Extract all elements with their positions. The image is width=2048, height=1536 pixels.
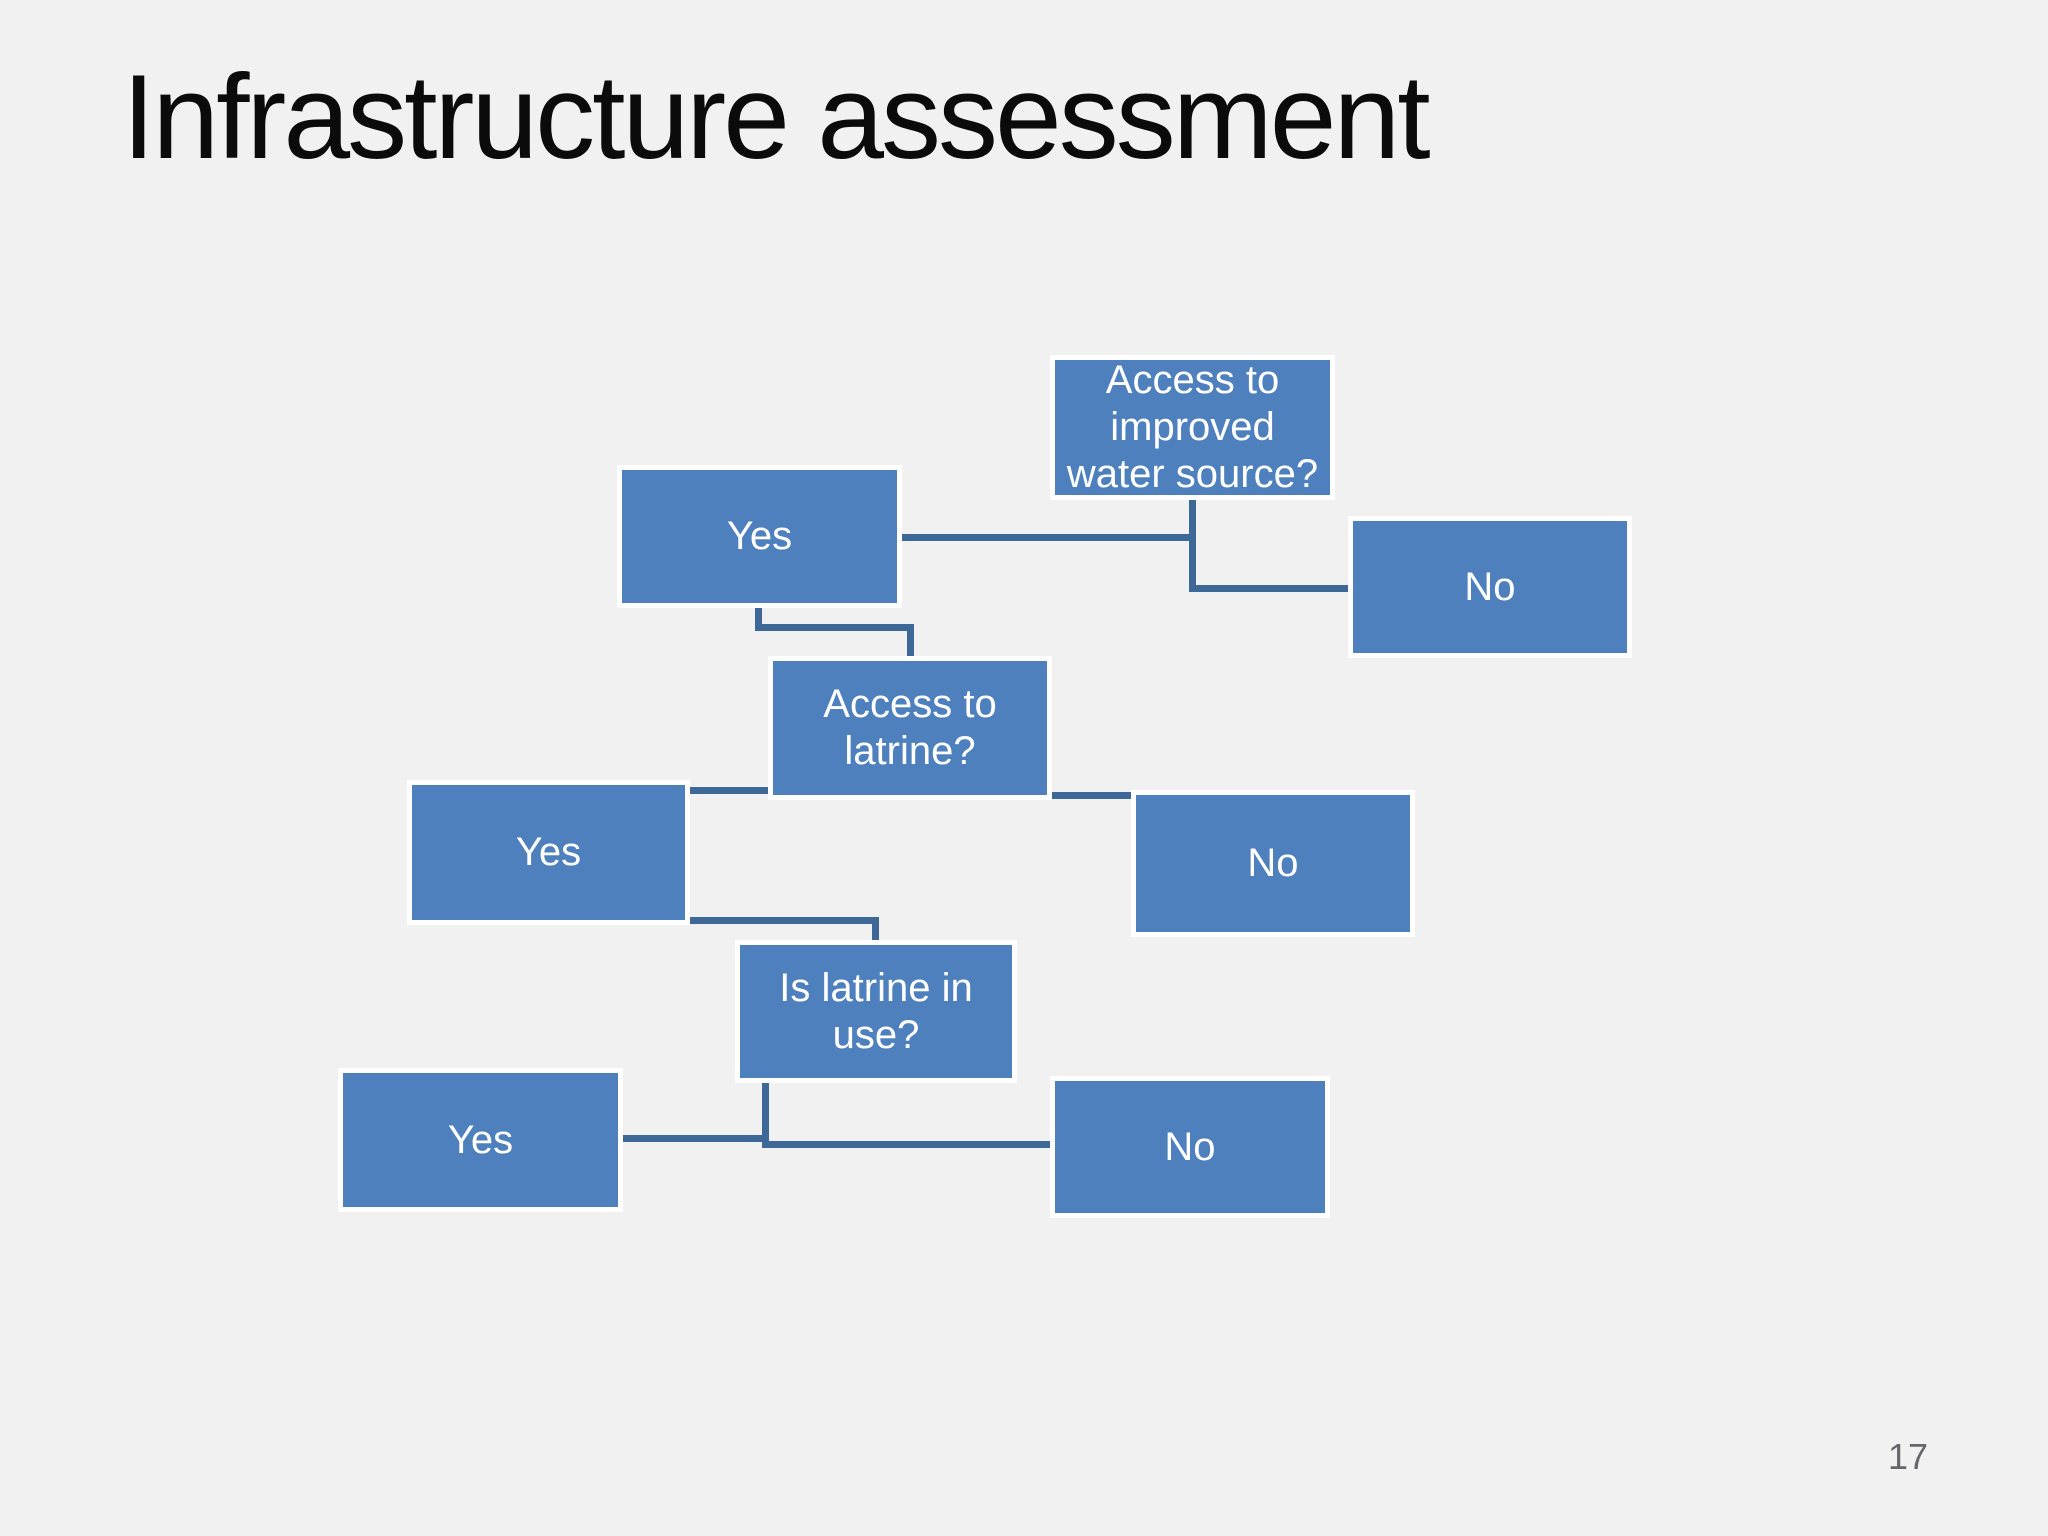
connector-q3-down xyxy=(762,1078,769,1148)
node-water-source-yes: Yes xyxy=(622,470,897,603)
node-latrine-in-use-no: No xyxy=(1055,1081,1325,1213)
connector-q3-to-no xyxy=(765,1141,1055,1148)
connector-into-q2 xyxy=(907,624,914,664)
connector-yes2-elbow xyxy=(685,917,879,924)
connector-yes1-down xyxy=(755,603,762,631)
connector-q2-to-yes xyxy=(685,787,775,794)
connector-q3-to-yes xyxy=(618,1135,769,1142)
node-water-source-no: No xyxy=(1353,521,1627,653)
connector-yes1-elbow xyxy=(755,624,914,631)
connector-q1-to-yes xyxy=(897,534,1196,541)
node-access-improved-water-source: Access to improved water source? xyxy=(1055,358,1330,496)
page-number: 17 xyxy=(1888,1436,1929,1477)
node-latrine-yes: Yes xyxy=(412,785,685,920)
slide-title: Infrastructure assessment xyxy=(122,50,1431,184)
connector-q1-to-no xyxy=(1192,585,1353,592)
connector-into-q3 xyxy=(872,917,879,948)
node-latrine-no: No xyxy=(1136,795,1410,932)
connector-q1-down xyxy=(1189,495,1196,592)
node-latrine-in-use: Is latrine in use? xyxy=(740,945,1012,1078)
node-access-latrine: Access to latrine? xyxy=(773,661,1047,795)
node-latrine-in-use-yes: Yes xyxy=(343,1073,618,1207)
connector-q2-to-no xyxy=(1047,792,1139,799)
